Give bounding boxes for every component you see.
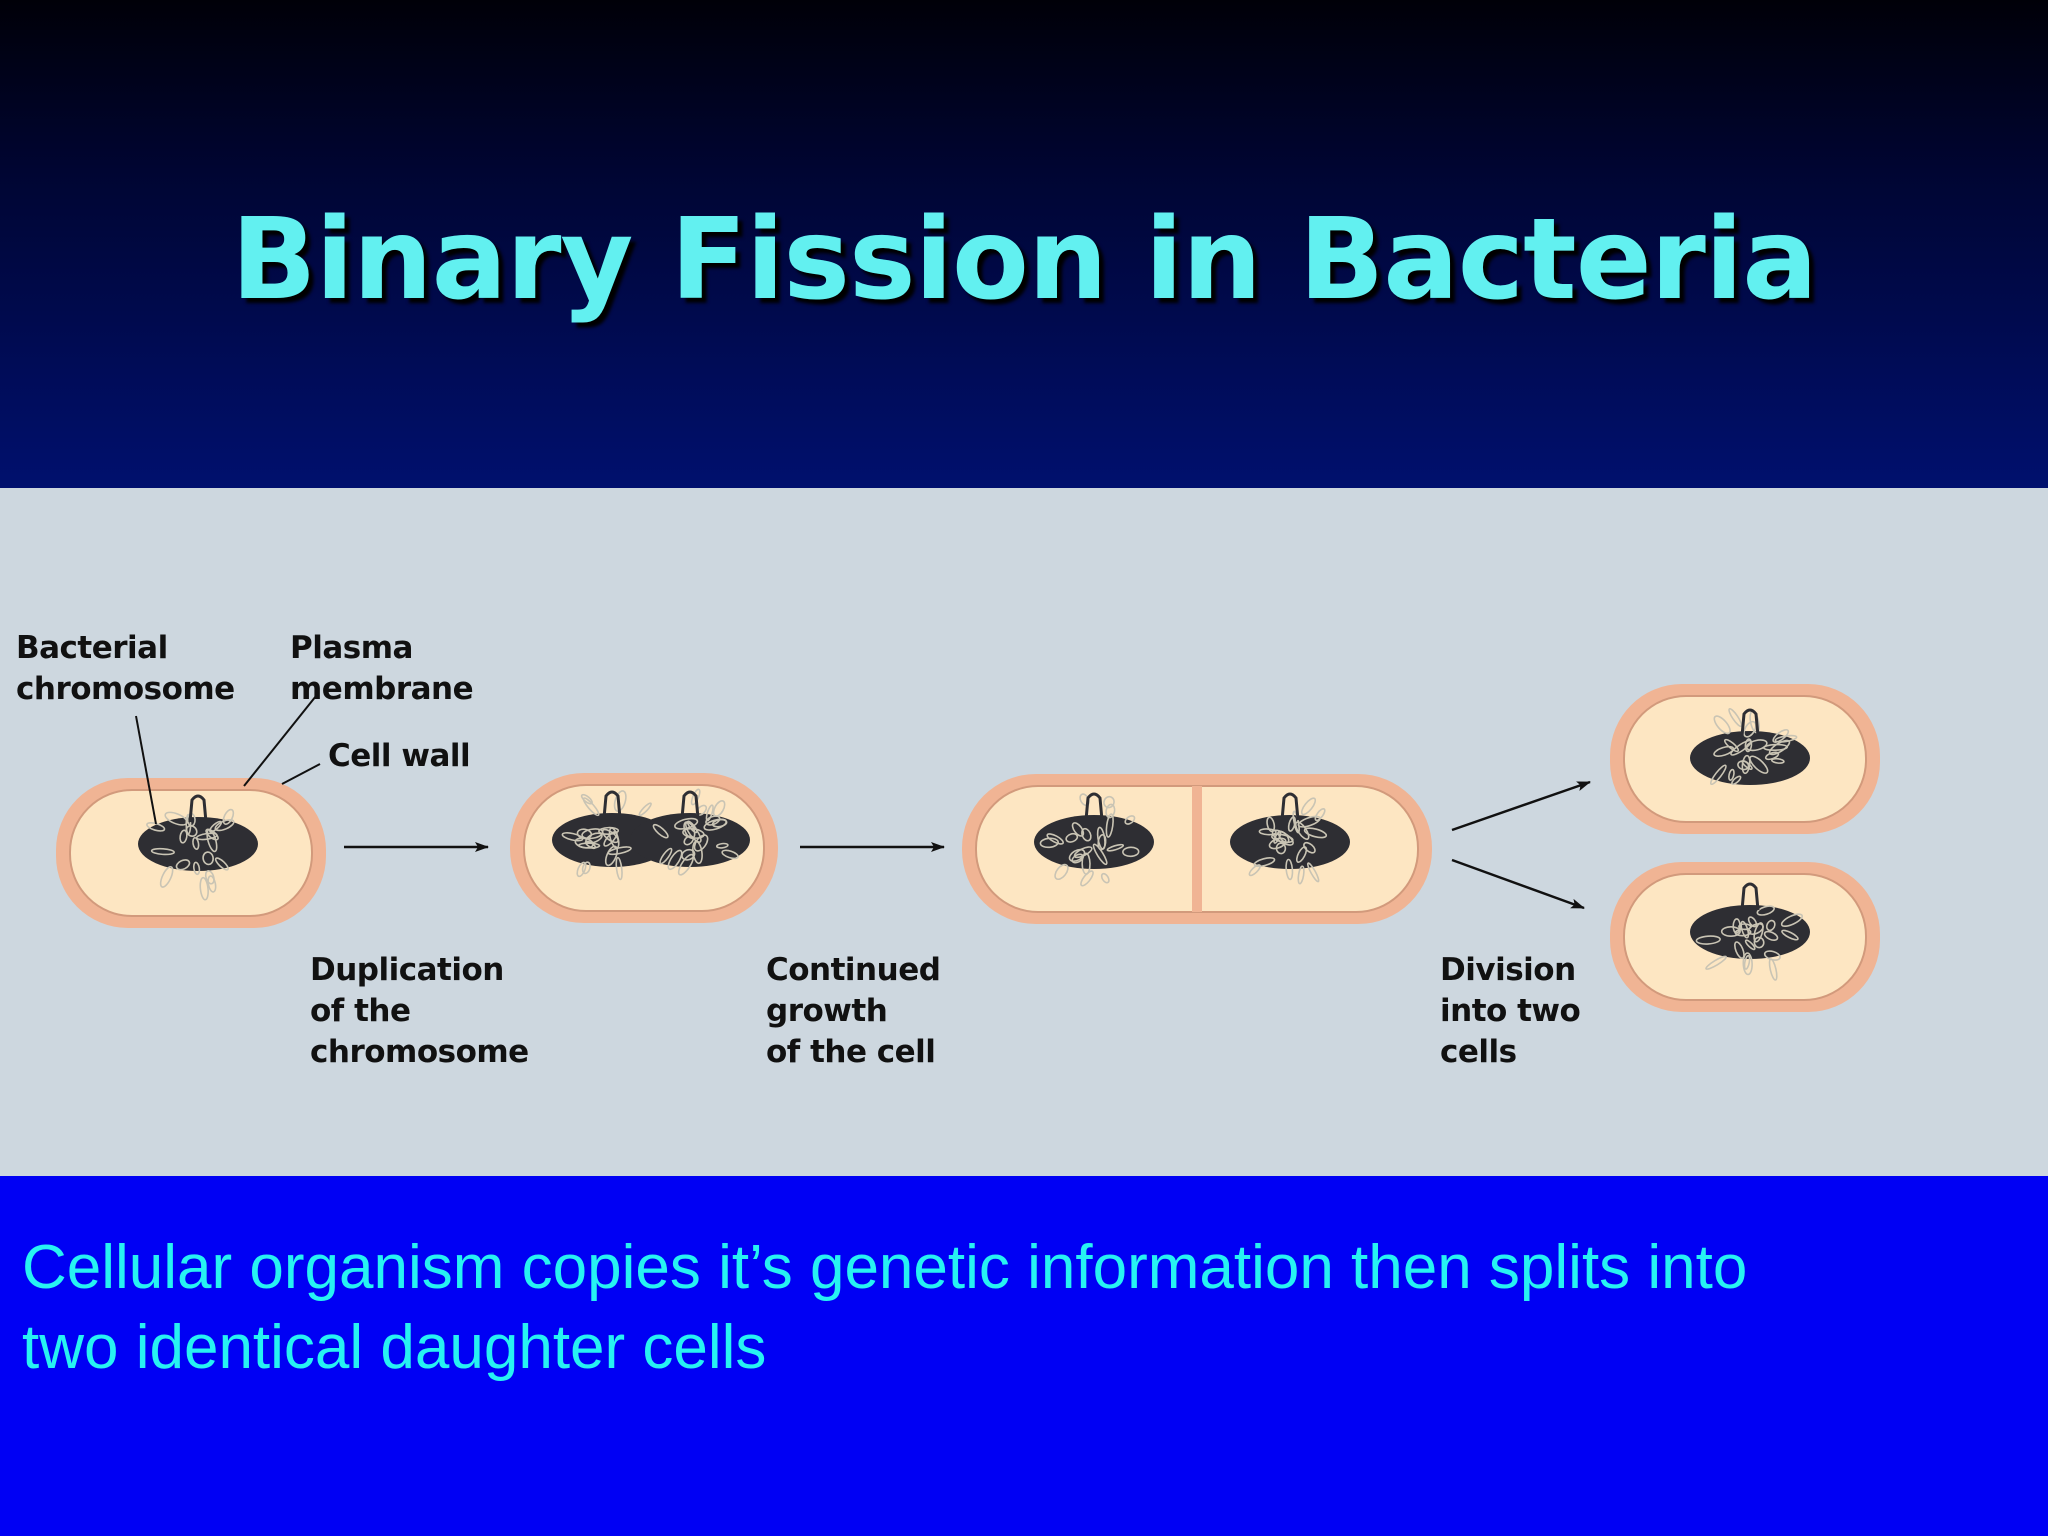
chromosome-pointer xyxy=(135,715,157,825)
chromosome-icon xyxy=(1690,707,1810,786)
slide-title: Binary Fission in Bacteria xyxy=(231,195,1818,325)
label-line: Plasma xyxy=(290,630,413,666)
chromosome-icon xyxy=(138,794,258,901)
stage-2-cell xyxy=(510,773,778,923)
membrane-pointer xyxy=(243,695,317,787)
label-duplication: Duplication of the chromosome xyxy=(310,950,529,1073)
chromosome-icon xyxy=(1230,792,1350,885)
caption-text: Cellular organism copies it’s genetic in… xyxy=(22,1228,2022,1388)
arrow-lower xyxy=(1451,858,1585,910)
binary-fission-diagram: Bacterial chromosome Plasma membrane Cel… xyxy=(0,488,2048,1176)
label-line: Division xyxy=(1440,952,1576,988)
stage-3-cell xyxy=(962,774,1432,924)
label-continued-growth: Continued growth of the cell xyxy=(766,950,941,1073)
stage-1-cell xyxy=(56,778,326,928)
label-line: membrane xyxy=(290,671,474,707)
label-division: Division into two cells xyxy=(1440,950,1581,1073)
caption-line-1: Cellular organism copies it’s genetic in… xyxy=(22,1233,1748,1302)
label-line: growth xyxy=(766,993,888,1029)
label-line: Continued xyxy=(766,952,941,988)
label-line: chromosome xyxy=(310,1034,529,1070)
arrow-upper xyxy=(1451,780,1591,832)
label-line: chromosome xyxy=(16,671,235,707)
label-plasma-membrane: Plasma membrane xyxy=(290,628,474,710)
label-line: Cell wall xyxy=(328,738,471,774)
label-pointers xyxy=(135,695,321,825)
label-line: of the cell xyxy=(766,1034,936,1070)
label-line: Duplication xyxy=(310,952,504,988)
diagram-illustration xyxy=(56,684,1880,1012)
caption-line-2: two identical daughter cells xyxy=(22,1313,767,1382)
chromosome-icon xyxy=(1690,882,1810,981)
cell-wall-pointer xyxy=(281,763,321,785)
daughter-cell-bottom xyxy=(1610,862,1880,1012)
label-line: of the xyxy=(310,993,411,1029)
label-bacterial-chromosome: Bacterial chromosome xyxy=(16,628,235,710)
label-line: into two xyxy=(1440,993,1581,1029)
label-line: Bacterial xyxy=(16,630,168,666)
label-cell-wall: Cell wall xyxy=(328,736,471,777)
label-line: cells xyxy=(1440,1034,1517,1070)
caption-band xyxy=(0,1176,2048,1536)
chromosome-icon xyxy=(1034,792,1154,887)
chromosome-icon xyxy=(630,788,750,876)
daughter-cell-top xyxy=(1610,684,1880,834)
title-band xyxy=(0,0,2048,488)
